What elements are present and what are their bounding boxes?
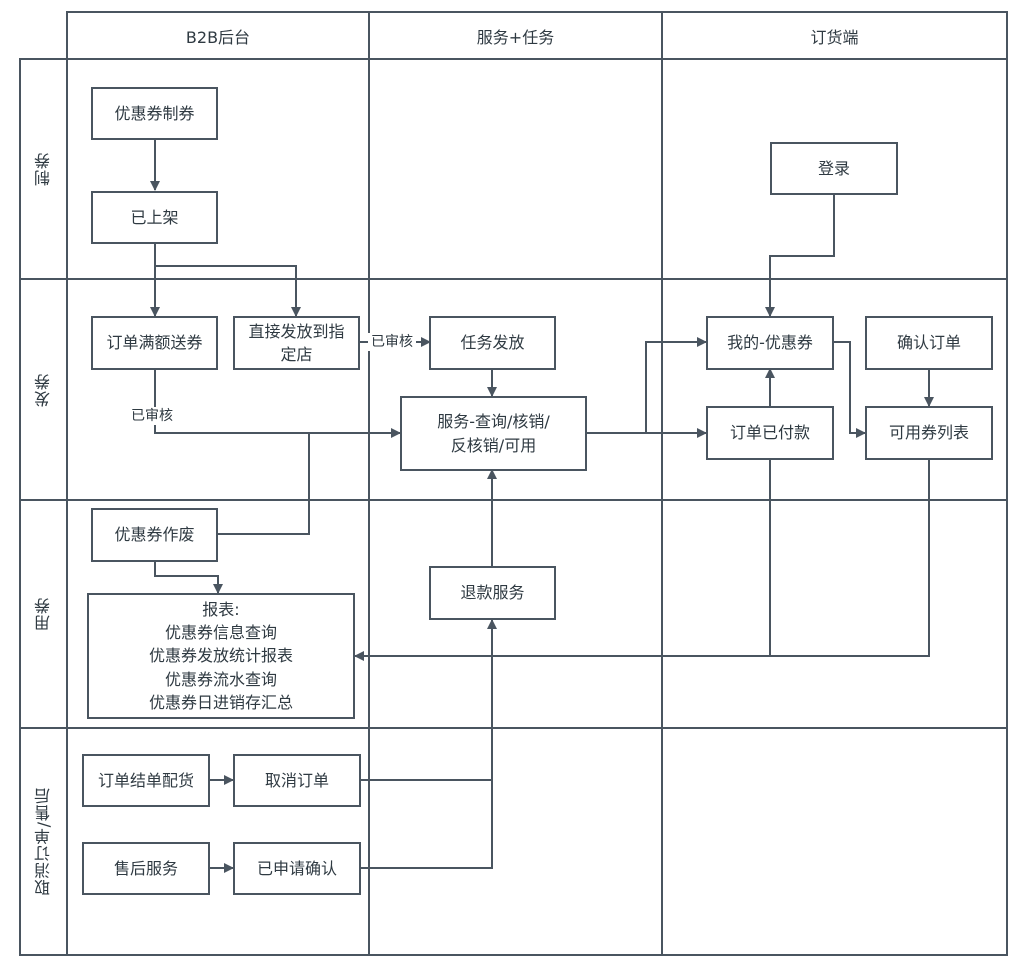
- arrow-void-to-report: [154, 561, 223, 594]
- column-header-ordering: 订货端: [663, 13, 1006, 58]
- node-order-settle[interactable]: 订单结单配货: [82, 754, 210, 807]
- node-refund-service[interactable]: 退款服务: [429, 566, 556, 620]
- edge-label-approved: 已审核: [128, 407, 176, 425]
- node-order-full-gift[interactable]: 订单满额送券: [91, 316, 218, 370]
- node-order-paid[interactable]: 订单已付款: [706, 406, 834, 460]
- node-available-list[interactable]: 可用券列表: [865, 406, 993, 460]
- row-divider-2: [19, 499, 1008, 501]
- arrow-void-to-service: [218, 433, 310, 535]
- border-bottom: [19, 954, 1008, 956]
- header-bottom-line: [66, 58, 1008, 60]
- arrow-cancel-to-refund: [361, 619, 497, 781]
- node-confirm-order[interactable]: 确认订单: [865, 316, 993, 370]
- node-on-shelf[interactable]: 已上架: [91, 191, 218, 244]
- arrow-shelf-to-direct-issue: [155, 265, 301, 317]
- row-divider-3: [19, 727, 1008, 729]
- column-header-label: 服务+任务: [476, 27, 555, 47]
- node-report[interactable]: 报表: 优惠券信息查询 优惠券发放统计报表 优惠券流水查询 优惠券日进销存汇总: [87, 593, 355, 719]
- node-coupon-make[interactable]: 优惠券制券: [91, 87, 218, 140]
- border-left: [19, 58, 21, 956]
- column-header-service: 服务+任务: [370, 13, 661, 58]
- node-task-issue[interactable]: 任务发放: [429, 316, 556, 370]
- column-header-b2b: B2B后台: [68, 13, 368, 58]
- edge-label-approved: 已审核: [368, 333, 416, 351]
- col-divider-1: [368, 11, 370, 956]
- row-header-top-line: [19, 58, 68, 60]
- node-after-sales[interactable]: 售后服务: [82, 842, 210, 895]
- node-coupon-void[interactable]: 优惠券作废: [91, 508, 218, 562]
- col-divider-2: [661, 11, 663, 956]
- node-my-coupon[interactable]: 我的-优惠券: [706, 316, 834, 370]
- arrow-paid-to-report: [354, 459, 771, 661]
- node-direct-issue[interactable]: 直接发放到指 定店: [233, 316, 360, 370]
- node-service-query[interactable]: 服务-查询/核销/ 反核销/可用: [400, 396, 587, 471]
- node-applied-confirm[interactable]: 已申请确认: [233, 842, 361, 895]
- row-divider-1: [19, 278, 1008, 280]
- node-login[interactable]: 登录: [770, 142, 898, 195]
- node-cancel-order[interactable]: 取消订单: [233, 754, 361, 807]
- arrow-gift-to-service: [154, 369, 401, 438]
- arrow-list-to-report: [770, 459, 930, 657]
- border-top: [66, 11, 1008, 13]
- arrow-applied-to-refund: [361, 780, 493, 869]
- column-header-label: B2B后台: [185, 27, 251, 47]
- arrow-service-to-my-coupon: [645, 337, 707, 433]
- arrow-my-coupon-to-list: [833, 341, 866, 438]
- row-header-right-line: [66, 11, 68, 956]
- border-right: [1006, 11, 1008, 956]
- column-header-label: 订货端: [810, 27, 859, 47]
- arrow-login-to-my-coupon: [765, 194, 835, 317]
